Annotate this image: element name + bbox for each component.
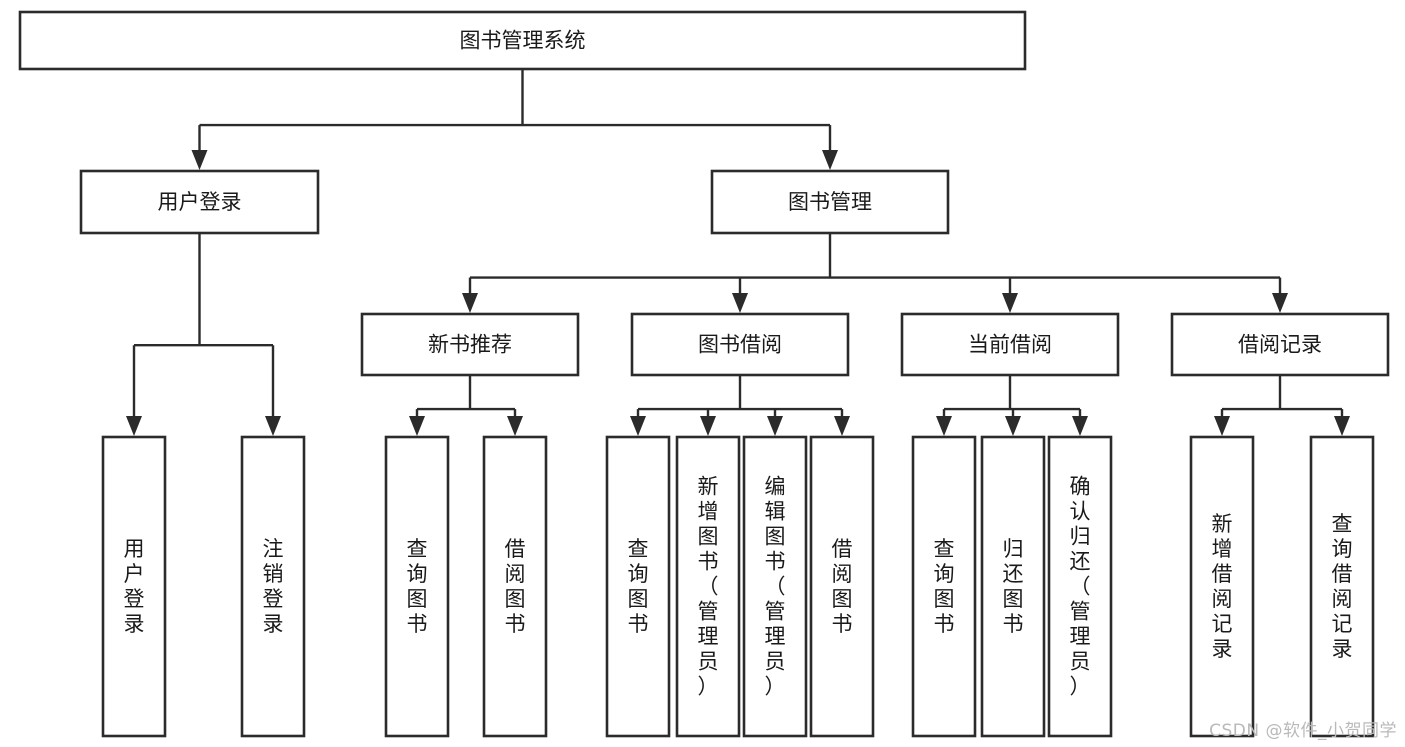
node-leaf-edit-book[interactable]: 编辑图书（管理员） (742, 435, 808, 738)
arrow-head-icon (1072, 416, 1088, 436)
node-label-leaf-query-record: 查询借阅记录 (1332, 512, 1353, 661)
node-book-borrow[interactable]: 图书借阅 (630, 312, 850, 377)
arrow-head-icon (1214, 416, 1230, 436)
edge-layer (126, 69, 1350, 436)
node-box-leaf-confirm-return (1047, 435, 1113, 738)
node-box-book-borrow (630, 312, 850, 377)
node-new-book-recommend[interactable]: 新书推荐 (360, 312, 580, 377)
node-leaf-query-book-2[interactable]: 查询图书 (605, 435, 671, 738)
node-leaf-borrow-book-2[interactable]: 借阅图书 (809, 435, 875, 738)
node-label-new-book-recommend: 新书推荐 (428, 333, 512, 357)
node-label-leaf-user-login: 用户登录 (124, 537, 145, 636)
node-label-leaf-borrow-book-2: 借阅图书 (832, 537, 853, 636)
node-leaf-user-logout[interactable]: 注销登录 (240, 435, 306, 738)
node-box-leaf-query-record (1309, 435, 1375, 738)
node-box-leaf-query-book-1 (384, 435, 450, 738)
node-box-root (18, 10, 1027, 71)
node-box-leaf-add-record (1189, 435, 1255, 738)
arrow-head-icon (630, 416, 646, 436)
node-label-leaf-edit-book: 编辑图书（管理员） (765, 475, 786, 699)
edge-group-user-login (126, 233, 281, 436)
node-label-leaf-borrow-book-1: 借阅图书 (505, 537, 526, 636)
node-box-borrow-record (1170, 312, 1390, 377)
node-leaf-query-record[interactable]: 查询借阅记录 (1309, 435, 1375, 738)
arrow-head-icon (1005, 416, 1021, 436)
arrow-head-icon (834, 416, 850, 436)
edge-group-book-manage (462, 233, 1288, 313)
arrow-head-icon (265, 416, 281, 436)
node-label-leaf-user-logout: 注销登录 (263, 537, 284, 636)
node-leaf-return-book[interactable]: 归还图书 (980, 435, 1046, 738)
node-box-leaf-user-logout (240, 435, 306, 738)
arrow-head-icon (700, 416, 716, 436)
node-box-new-book-recommend (360, 312, 580, 377)
edge-group-current-borrow (936, 375, 1088, 436)
node-label-leaf-query-book-1: 查询图书 (407, 537, 428, 636)
node-label-book-borrow: 图书借阅 (698, 333, 782, 357)
node-leaf-query-book-1[interactable]: 查询图书 (384, 435, 450, 738)
arrow-head-icon (191, 150, 208, 170)
node-leaf-add-record[interactable]: 新增借阅记录 (1189, 435, 1255, 738)
node-box-leaf-query-book-3 (911, 435, 977, 738)
arrow-head-icon (936, 416, 952, 436)
node-box-leaf-query-book-2 (605, 435, 671, 738)
edge-group-new-book-recommend (409, 375, 523, 436)
arrow-head-icon (822, 150, 838, 170)
arrow-head-icon (409, 416, 425, 436)
arrow-head-icon (1334, 416, 1350, 436)
node-book-manage[interactable]: 图书管理 (710, 169, 950, 235)
watermark-label: CSDN @软件_小贺同学 (1209, 721, 1397, 741)
arrow-head-icon (462, 293, 478, 313)
node-current-borrow[interactable]: 当前借阅 (900, 312, 1120, 377)
node-box-leaf-borrow-book-2 (809, 435, 875, 738)
arrow-head-icon (1272, 293, 1288, 313)
node-box-user-login (79, 169, 320, 235)
node-box-current-borrow (900, 312, 1120, 377)
node-label-borrow-record: 借阅记录 (1238, 333, 1322, 357)
node-label-book-manage: 图书管理 (788, 190, 872, 214)
node-label-root: 图书管理系统 (460, 29, 586, 53)
node-leaf-confirm-return[interactable]: 确认归还（管理员） (1047, 435, 1113, 738)
arrow-head-icon (507, 416, 523, 436)
node-leaf-user-login[interactable]: 用户登录 (101, 435, 167, 738)
node-box-leaf-edit-book (742, 435, 808, 738)
node-leaf-borrow-book-1[interactable]: 借阅图书 (482, 435, 548, 738)
node-leaf-add-book[interactable]: 新增图书（管理员） (675, 435, 741, 738)
edge-group-borrow-record (1214, 375, 1350, 436)
node-box-leaf-add-book (675, 435, 741, 738)
arrow-head-icon (732, 293, 748, 313)
arrow-head-icon (126, 416, 142, 436)
node-label-leaf-confirm-return: 确认归还（管理员） (1070, 475, 1091, 699)
arrow-head-icon (1002, 293, 1018, 313)
node-box-book-manage (710, 169, 950, 235)
node-label-leaf-add-book: 新增图书（管理员） (698, 475, 719, 699)
edge-group-root (191, 69, 838, 170)
arrow-head-icon (767, 416, 783, 436)
node-user-login[interactable]: 用户登录 (79, 169, 320, 235)
node-label-leaf-query-book-3: 查询图书 (934, 537, 955, 636)
node-box-leaf-borrow-book-1 (482, 435, 548, 738)
node-root[interactable]: 图书管理系统 (18, 10, 1027, 71)
edge-group-book-borrow (630, 375, 850, 436)
node-label-current-borrow: 当前借阅 (968, 333, 1052, 357)
node-box-leaf-user-login (101, 435, 167, 738)
node-box-leaf-return-book (980, 435, 1046, 738)
node-label-leaf-query-book-2: 查询图书 (628, 537, 649, 636)
node-label-user-login: 用户登录 (158, 190, 242, 214)
node-label-leaf-add-record: 新增借阅记录 (1212, 512, 1233, 661)
node-layer: 图书管理系统用户登录图书管理新书推荐图书借阅当前借阅借阅记录用户登录注销登录查询… (18, 10, 1390, 738)
node-borrow-record[interactable]: 借阅记录 (1170, 312, 1390, 377)
node-leaf-query-book-3[interactable]: 查询图书 (911, 435, 977, 738)
node-label-leaf-return-book: 归还图书 (1003, 537, 1024, 636)
